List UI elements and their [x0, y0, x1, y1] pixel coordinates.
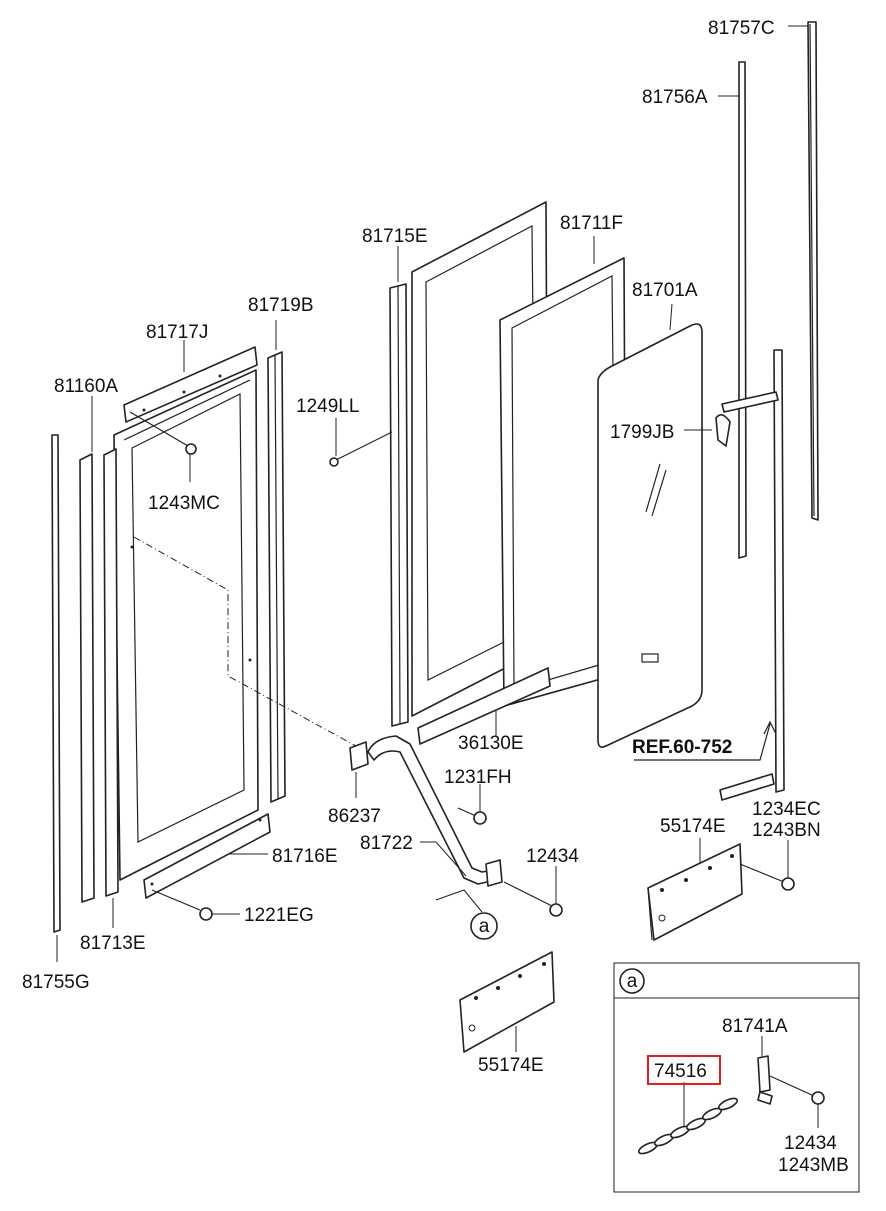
part-55174E-bottom	[459, 951, 555, 1053]
part-1249LL	[329, 418, 393, 467]
part-81719B	[267, 320, 286, 803]
part-1799JB	[684, 414, 731, 447]
part-1221EG	[151, 889, 240, 921]
highlight-74516	[647, 1055, 721, 1085]
part-1231FH	[457, 784, 487, 825]
callout-a-label: a	[479, 916, 490, 937]
detail-a-label: a	[627, 971, 638, 992]
label-74516[interactable]: 74516	[654, 1061, 707, 1082]
assembly-line-left	[133, 536, 357, 747]
label-1799JB[interactable]: 1799JB	[610, 422, 674, 443]
label-ref-60-752[interactable]: REF.60-752	[632, 737, 732, 758]
part-81755G	[51, 434, 61, 962]
label-1243MC[interactable]: 1243MC	[148, 493, 220, 514]
part-81701A	[597, 303, 703, 748]
label-12434-b[interactable]: 12434	[784, 1133, 837, 1154]
part-81757C	[788, 21, 819, 521]
part-81716E	[143, 813, 271, 899]
label-36130E[interactable]: 36130E	[458, 733, 524, 754]
label-55174E-right[interactable]: 55174E	[660, 816, 726, 837]
label-81741A[interactable]: 81741A	[722, 1016, 788, 1037]
label-81722[interactable]: 81722	[360, 833, 413, 854]
part-74516-chain	[637, 1097, 739, 1155]
label-86237[interactable]: 86237	[328, 806, 381, 827]
part-1243MC	[129, 411, 197, 482]
part-81715E	[389, 246, 409, 727]
label-1243BN[interactable]: 1243BN	[752, 820, 821, 841]
part-81741A	[757, 1055, 771, 1093]
part-door-frame-left	[113, 369, 259, 881]
part-ref-rod	[634, 349, 785, 801]
label-81716E[interactable]: 81716E	[272, 846, 338, 867]
part-81160A	[79, 396, 95, 903]
part-12434-a	[503, 866, 563, 917]
label-81711F[interactable]: 81711F	[560, 213, 623, 234]
label-81755G[interactable]: 81755G	[22, 972, 90, 993]
label-1249LL[interactable]: 1249LL	[296, 396, 359, 417]
label-81719B[interactable]: 81719B	[248, 295, 314, 316]
part-81722	[367, 735, 503, 913]
part-86237	[349, 741, 369, 798]
label-81756A[interactable]: 81756A	[642, 87, 708, 108]
label-81160A[interactable]: 81160A	[54, 376, 118, 397]
label-1231FH[interactable]: 1231FH	[444, 767, 512, 788]
label-12434-a[interactable]: 12434	[526, 846, 579, 867]
part-81717J	[123, 340, 258, 423]
label-1221EG[interactable]: 1221EG	[244, 905, 314, 926]
label-1234EC[interactable]: 1234EC	[752, 799, 821, 820]
part-1234EC-1243BN	[739, 840, 795, 891]
label-81715E[interactable]: 81715E	[362, 226, 428, 247]
label-1243MB[interactable]: 1243MB	[778, 1155, 849, 1176]
part-36130E	[417, 667, 551, 745]
detail-box-a: a	[613, 962, 860, 1193]
label-81713E[interactable]: 81713E	[80, 933, 146, 954]
part-81756A	[718, 61, 747, 559]
label-81701A[interactable]: 81701A	[632, 280, 698, 301]
label-81757C[interactable]: 81757C	[708, 18, 775, 39]
label-81717J[interactable]: 81717J	[146, 322, 208, 343]
part-81713E	[103, 448, 119, 928]
label-55174E-bottom[interactable]: 55174E	[478, 1055, 544, 1076]
callout-a: a	[470, 912, 498, 940]
part-55174E-right	[647, 838, 743, 941]
